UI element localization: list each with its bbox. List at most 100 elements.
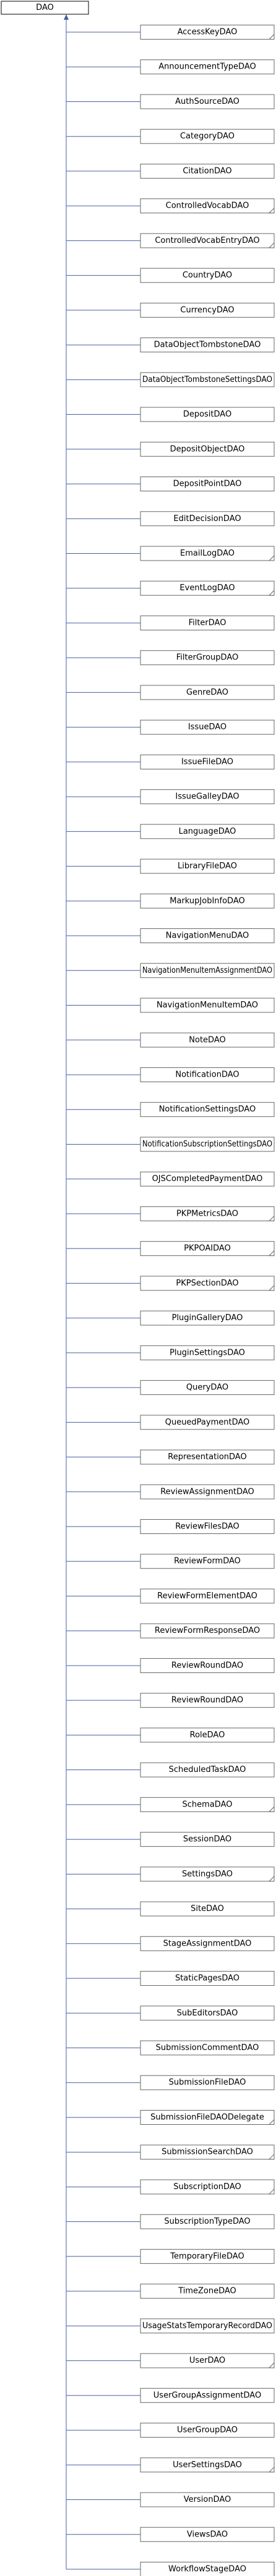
class-node[interactable]: LibraryFileDAO	[140, 858, 275, 874]
class-node[interactable]: GenreDAO	[140, 685, 275, 700]
class-node[interactable]: NotificationSubscriptionSettingsDAO	[140, 1137, 275, 1152]
class-node[interactable]: ViewsDAO	[140, 2527, 275, 2542]
class-node[interactable]: SubEditorsDAO	[140, 2006, 275, 2021]
class-node[interactable]: NoteDAO	[140, 1032, 275, 1048]
class-node[interactable]: EventLogDAO	[140, 580, 275, 596]
class-node[interactable]: FilterDAO	[140, 615, 275, 630]
class-node[interactable]: FilterGroupDAO	[140, 650, 275, 666]
class-node-label: UserDAO	[189, 2356, 225, 2365]
class-node[interactable]: OJSCompletedPaymentDAO	[140, 1171, 275, 1187]
class-node[interactable]: SubscriptionDAO	[140, 2179, 275, 2195]
class-node[interactable]: PKPMetricsDAO	[140, 1206, 275, 1221]
class-node[interactable]: ReviewFilesDAO	[140, 1519, 275, 1535]
class-node[interactable]: EditDecisionDAO	[140, 511, 275, 527]
class-node[interactable]: PluginGalleryDAO	[140, 1310, 275, 1326]
class-node[interactable]: StageAssignmentDAO	[140, 1936, 275, 1951]
class-node[interactable]: PKPSectionDAO	[140, 1276, 275, 1291]
class-node[interactable]: DataObjectTombstoneDAO	[140, 337, 275, 353]
class-node[interactable]: QueryDAO	[140, 1380, 275, 1396]
class-node[interactable]: ControlledVocabDAO	[140, 198, 275, 214]
class-node[interactable]: RepresentationDAO	[140, 1449, 275, 1465]
class-node[interactable]: SchemaDAO	[140, 1797, 275, 1812]
class-node-box	[140, 685, 275, 700]
class-node[interactable]: UserGroupAssignmentDAO	[140, 2387, 275, 2403]
class-node[interactable]: NavigationMenuItemDAO	[140, 998, 275, 1013]
class-node[interactable]: SiteDAO	[140, 1901, 275, 1917]
class-node[interactable]: NavigationMenuItemAssignmentDAO	[140, 963, 275, 978]
class-node-label: ReviewFormElementDAO	[157, 1591, 257, 1601]
class-node[interactable]: CategoryDAO	[140, 129, 275, 144]
class-node[interactable]: PKPOAIDAO	[140, 1241, 275, 1256]
class-node[interactable]: UserDAO	[140, 2353, 275, 2368]
class-node-label: DataObjectTombstoneSettingsDAO	[142, 375, 272, 384]
class-node-label: SubmissionCommentDAO	[156, 2043, 259, 2053]
class-node-label: ReviewRoundDAO	[171, 1696, 243, 1705]
class-node[interactable]: DataObjectTombstoneSettingsDAO	[140, 372, 275, 388]
class-node[interactable]: ReviewFormResponseDAO	[140, 1623, 275, 1638]
class-node[interactable]: NotificationDAO	[140, 1067, 275, 1082]
class-node-box	[140, 25, 275, 40]
folded-corner-icon	[268, 1875, 275, 1882]
class-node[interactable]: ReviewAssignmentDAO	[140, 1484, 275, 1499]
class-node-label: PKPSectionDAO	[176, 1279, 238, 1288]
class-node[interactable]: TemporaryFileDAO	[140, 2248, 275, 2264]
class-node-label: SubmissionFileDAO	[169, 2078, 246, 2087]
class-node[interactable]: LanguageDAO	[140, 824, 275, 839]
class-node[interactable]: NotificationSettingsDAO	[140, 1102, 275, 1117]
class-node-label: SubscriptionTypeDAO	[164, 2217, 250, 2226]
class-node[interactable]: UserSettingsDAO	[140, 2457, 275, 2473]
class-node[interactable]: SessionDAO	[140, 1832, 275, 1847]
class-node[interactable]: NavigationMenuDAO	[140, 928, 275, 944]
class-node[interactable]: AccessKeyDAO	[140, 25, 275, 40]
class-node[interactable]: ReviewFormElementDAO	[140, 1588, 275, 1604]
class-node[interactable]: VersionDAO	[140, 2492, 275, 2507]
class-node[interactable]: ReviewRoundDAO	[140, 1693, 275, 1708]
class-node-label: ControlledVocabDAO	[166, 201, 249, 211]
class-node[interactable]: RoleDAO	[140, 1727, 275, 1743]
class-node[interactable]: ScheduledTaskDAO	[140, 1762, 275, 1777]
class-node[interactable]: AuthSourceDAO	[140, 94, 275, 109]
class-node[interactable]: SubmissionFileDAODelegate	[140, 2109, 275, 2125]
class-node-box	[140, 2423, 275, 2438]
class-node[interactable]: IssueFileDAO	[140, 754, 275, 769]
class-node[interactable]: SubscriptionTypeDAO	[140, 2214, 275, 2229]
class-node-box	[140, 1693, 275, 1708]
class-node[interactable]: QueuedPaymentDAO	[140, 1415, 275, 1430]
class-node-box	[140, 2284, 275, 2299]
class-node[interactable]: PluginSettingsDAO	[140, 1345, 275, 1360]
class-node[interactable]: CountryDAO	[140, 268, 275, 283]
class-node[interactable]: SubmissionCommentDAO	[140, 2040, 275, 2056]
class-node[interactable]: UserGroupDAO	[140, 2423, 275, 2438]
class-node[interactable]: SettingsDAO	[140, 1866, 275, 1882]
class-node[interactable]: UsageStatsTemporaryRecordDAO	[140, 2318, 275, 2334]
class-node-label: UsageStatsTemporaryRecordDAO	[142, 2321, 272, 2331]
class-node-label: MarkupJobInfoDAO	[170, 896, 244, 905]
class-node[interactable]: AnnouncementTypeDAO	[140, 59, 275, 75]
class-node[interactable]: IssueGalleyDAO	[140, 789, 275, 805]
class-node-box	[140, 1832, 275, 1847]
class-node[interactable]: ControlledVocabEntryDAO	[140, 233, 275, 248]
class-node-box	[140, 2318, 275, 2334]
class-node[interactable]: ReviewRoundDAO	[140, 1658, 275, 1673]
class-node[interactable]: ReviewFormDAO	[140, 1554, 275, 1569]
class-node[interactable]: DepositObjectDAO	[140, 441, 275, 457]
class-node-label: AccessKeyDAO	[178, 28, 238, 37]
class-node[interactable]: CurrencyDAO	[140, 302, 275, 318]
folded-corner-icon	[268, 554, 275, 561]
class-node[interactable]: TimeZoneDAO	[140, 2284, 275, 2299]
class-node[interactable]: DepositDAO	[140, 407, 275, 422]
class-node-box	[140, 233, 275, 248]
class-node[interactable]: SubmissionSearchDAO	[140, 2145, 275, 2160]
class-node[interactable]: EmailLogDAO	[140, 546, 275, 561]
class-node[interactable]: WorkflowStageDAO	[140, 2562, 275, 2576]
class-node[interactable]: IssueDAO	[140, 719, 275, 735]
class-node-label: FilterGroupDAO	[176, 653, 238, 663]
class-node[interactable]: DepositPointDAO	[140, 477, 275, 492]
class-node[interactable]: MarkupJobInfoDAO	[140, 893, 275, 909]
class-node-label: AuthSourceDAO	[175, 97, 239, 106]
class-node[interactable]: SubmissionFileDAO	[140, 2075, 275, 2090]
class-node[interactable]: StaticPagesDAO	[140, 1971, 275, 1986]
class-node[interactable]: CitationDAO	[140, 163, 275, 179]
root-node-dao[interactable]: DAO	[1, 1, 89, 15]
class-node-box	[140, 1171, 275, 1187]
